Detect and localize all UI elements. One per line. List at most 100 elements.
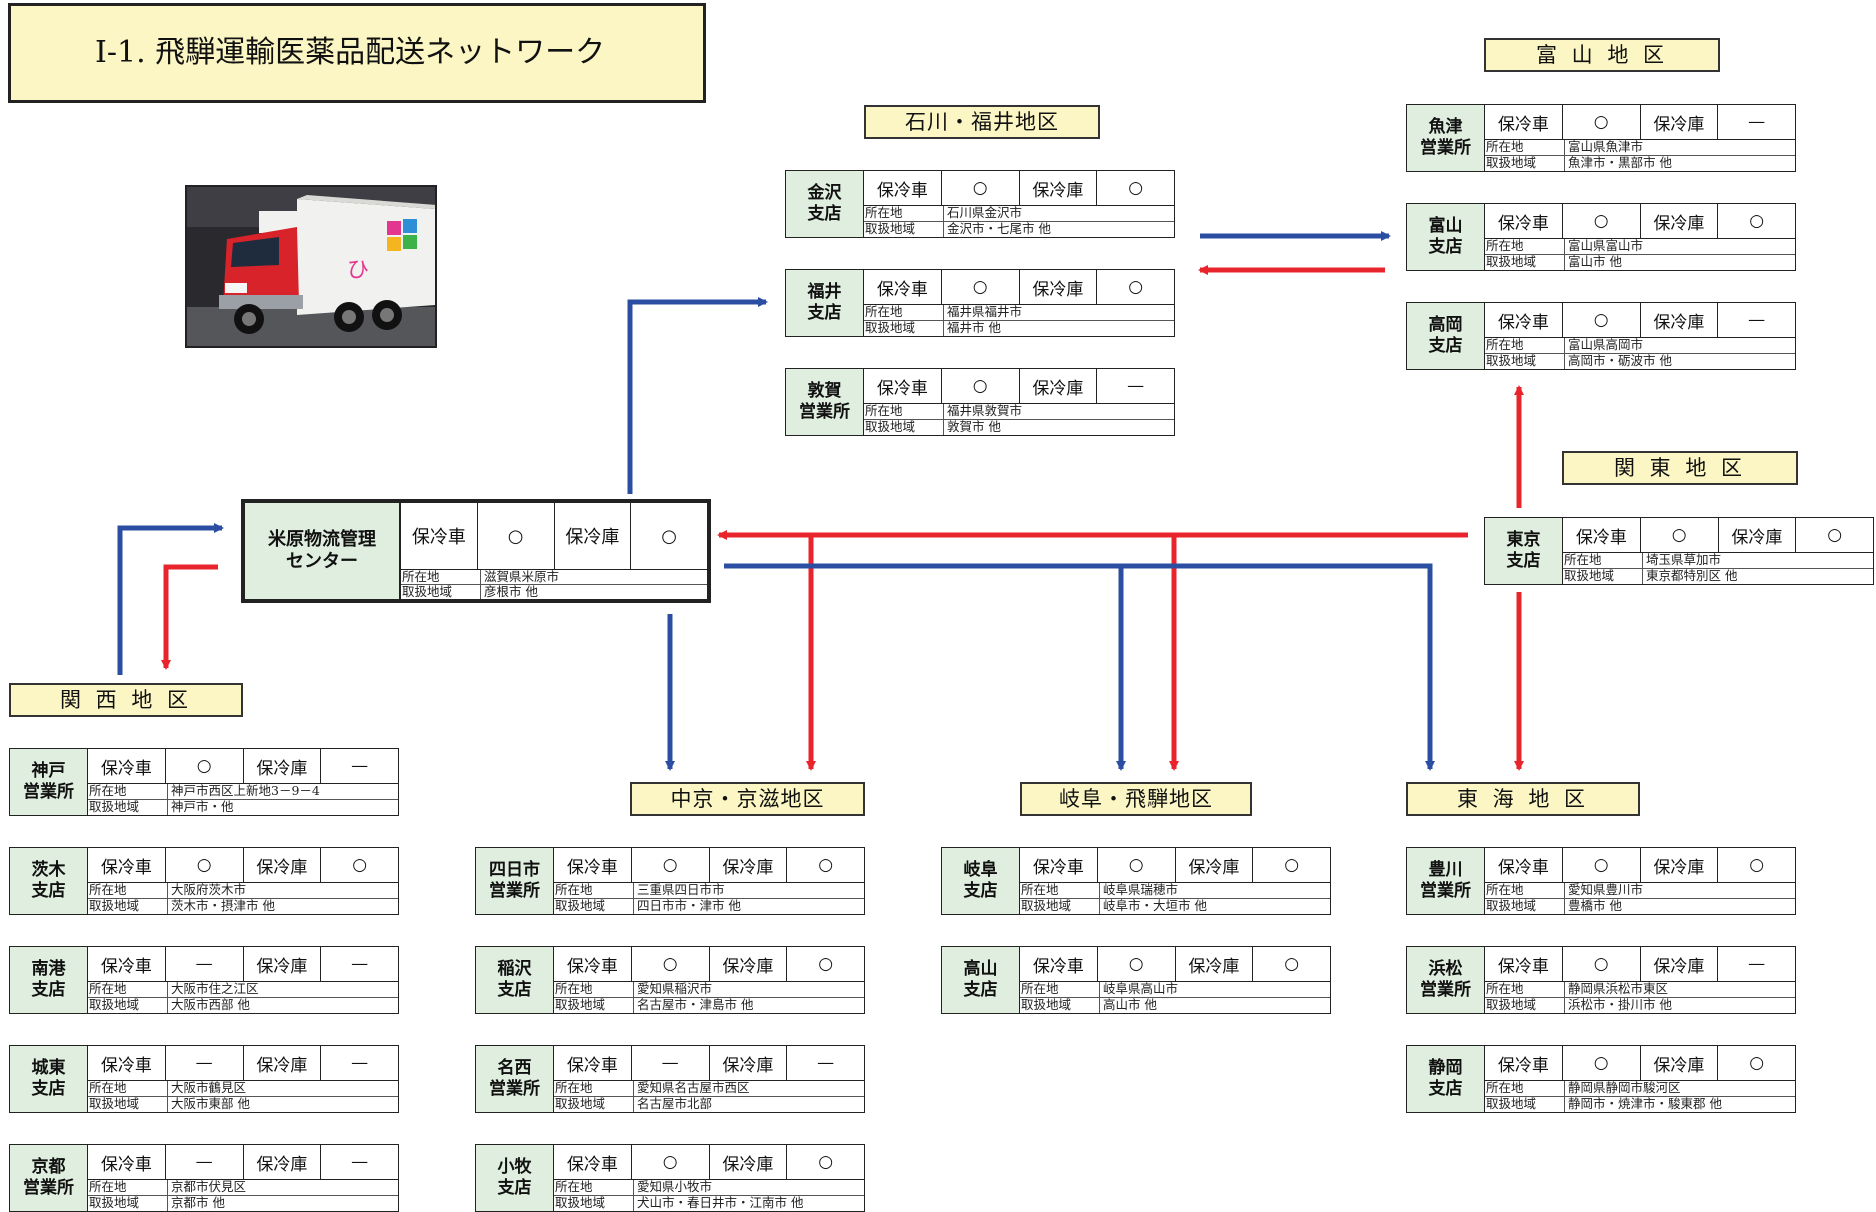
branch-nanko: 南港 支店保冷車—保冷庫—所在地大阪市住之江区取扱地域大阪市西部 他 xyxy=(9,946,399,1014)
area-value: 彦根市 他 xyxy=(484,585,538,599)
location-value: 静岡県静岡市駿河区 xyxy=(1568,1081,1681,1095)
area-label: 取扱地域 xyxy=(864,321,944,336)
branch-komaki: 小牧 支店保冷車○保冷庫○所在地愛知県小牧市取扱地域犬山市・春日井市・江南市 他 xyxy=(475,1144,865,1212)
cold-storage-label: 保冷庫 xyxy=(1020,270,1098,304)
location-value: 大阪市住之江区 xyxy=(171,982,259,996)
location-label: 所在地 xyxy=(554,982,634,997)
reefer-truck-label: 保冷車 xyxy=(88,947,166,981)
area-value: 四日市市・津市 他 xyxy=(637,899,741,913)
cold-storage-label: 保冷庫 xyxy=(244,947,322,981)
branch-meisei: 名西 営業所保冷車—保冷庫—所在地愛知県名古屋市西区取扱地域名古屋市北部 xyxy=(475,1045,865,1113)
area-label: 取扱地域 xyxy=(401,585,481,599)
location-label: 所在地 xyxy=(88,982,168,997)
reefer-truck-status: — xyxy=(632,1046,710,1080)
cold-storage-label: 保冷庫 xyxy=(1020,171,1098,205)
branch-name: 高岡 支店 xyxy=(1407,303,1485,369)
reefer-truck-status: ○ xyxy=(632,848,710,882)
reefer-truck-status: — xyxy=(166,947,244,981)
cold-storage-label: 保冷庫 xyxy=(1641,1046,1719,1080)
cold-storage-status: ○ xyxy=(1284,954,1300,974)
cold-storage-status: ○ xyxy=(1128,277,1144,297)
reefer-truck-status: ○ xyxy=(632,1145,710,1179)
arrow-kansai-to-center xyxy=(117,523,224,675)
area-label: 取扱地域 xyxy=(1485,156,1565,171)
location-value: 京都市伏見区 xyxy=(171,1180,247,1194)
location-label: 所在地 xyxy=(1485,883,1565,898)
branch-name: 稲沢 支店 xyxy=(476,947,554,1013)
location-label: 所在地 xyxy=(1020,982,1100,997)
cold-storage-label: 保冷庫 xyxy=(1641,204,1719,238)
region-kanto: 関 東 地 区 xyxy=(1562,451,1798,485)
location-value: 石川県金沢市 xyxy=(947,206,1023,220)
branch-name: 京都 営業所 xyxy=(10,1145,88,1211)
location-value: 富山県高岡市 xyxy=(1568,338,1644,352)
reefer-truck-label: 保冷車 xyxy=(1020,848,1098,882)
area-label: 取扱地域 xyxy=(1485,255,1565,270)
area-label: 取扱地域 xyxy=(1485,354,1565,369)
area-value: 魚津市・黒部市 他 xyxy=(1568,156,1672,170)
region-toyama: 富 山 地 区 xyxy=(1484,38,1720,72)
cold-storage-label: 保冷庫 xyxy=(710,848,788,882)
cold-storage-status: — xyxy=(351,1152,369,1172)
branch-takaoka: 高岡 支店保冷車○保冷庫—所在地富山県高岡市取扱地域高岡市・砺波市 他 xyxy=(1406,302,1796,370)
cold-storage-status: — xyxy=(817,1053,835,1073)
reefer-truck-label: 保冷車 xyxy=(1485,947,1563,981)
reefer-truck-label: 保冷車 xyxy=(88,749,166,783)
area-label: 取扱地域 xyxy=(88,899,168,914)
reefer-truck-label: 保冷車 xyxy=(1485,848,1563,882)
region-kansai: 関 西 地 区 xyxy=(9,683,243,717)
branch-name: 福井 支店 xyxy=(786,270,864,336)
area-value: 大阪市西部 他 xyxy=(171,998,250,1012)
location-label: 所在地 xyxy=(1020,883,1100,898)
location-value: 富山県魚津市 xyxy=(1568,140,1644,154)
area-value: 大阪市東部 他 xyxy=(171,1097,250,1111)
cold-storage-status: — xyxy=(1127,376,1145,396)
branch-name: 豊川 営業所 xyxy=(1407,848,1485,914)
reefer-truck-status: ○ xyxy=(942,171,1020,205)
location-value: 富山県富山市 xyxy=(1568,239,1644,253)
area-label: 取扱地域 xyxy=(1485,899,1565,914)
area-value: 敦賀市 他 xyxy=(947,420,1001,434)
branch-name: 富山 支店 xyxy=(1407,204,1485,270)
reefer-truck-label: 保冷車 xyxy=(554,1046,632,1080)
location-value: 岐阜県高山市 xyxy=(1103,982,1179,996)
reefer-truck-status: ○ xyxy=(1098,848,1176,882)
area-value: 名古屋市北部 xyxy=(637,1097,713,1111)
area-value: 浜松市・掛川市 他 xyxy=(1568,998,1672,1012)
cold-storage-label: 保冷庫 xyxy=(1020,369,1098,403)
reefer-truck-status: ○ xyxy=(1563,1046,1641,1080)
branch-takayama: 高山 支店保冷車○保冷庫○所在地岐阜県高山市取扱地域高山市 他 xyxy=(941,946,1331,1014)
center-yonehara: 米原物流管理 センター 保冷車 ○ 保冷庫 ○ 所在地滋賀県米原市 取扱地域彦根… xyxy=(241,499,711,603)
cold-storage-label: 保冷庫 xyxy=(1176,848,1254,882)
location-label: 所在地 xyxy=(88,883,168,898)
delivery-truck-photo: ひ xyxy=(185,185,437,348)
branch-kanazawa: 金沢 支店保冷車○保冷庫○所在地石川県金沢市取扱地域金沢市・七尾市 他 xyxy=(785,170,1175,238)
area-value: 東京都特別区 他 xyxy=(1646,569,1738,583)
branch-name: 四日市 営業所 xyxy=(476,848,554,914)
area-value: 京都市 他 xyxy=(171,1196,225,1210)
location-value: 愛知県稲沢市 xyxy=(637,982,713,996)
reefer-truck-label: 保冷車 xyxy=(1485,105,1563,139)
branch-name: 茨木 支店 xyxy=(10,848,88,914)
location-label: 所在地 xyxy=(1485,982,1565,997)
cold-storage-label: 保冷庫 xyxy=(1641,947,1719,981)
cold-storage-label: 保冷庫 xyxy=(710,1046,788,1080)
location-label: 所在地 xyxy=(1485,1081,1565,1096)
branch-name: 高山 支店 xyxy=(942,947,1020,1013)
branch-tsuruga: 敦賀 営業所保冷車○保冷庫—所在地福井県敦賀市取扱地域敦賀市 他 xyxy=(785,368,1175,436)
reefer-truck-status: ○ xyxy=(942,270,1020,304)
branch-kyoto: 京都 営業所保冷車—保冷庫—所在地京都市伏見区取扱地域京都市 他 xyxy=(9,1144,399,1212)
branch-name: 小牧 支店 xyxy=(476,1145,554,1211)
area-label: 取扱地域 xyxy=(1020,998,1100,1013)
location-label: 所在地 xyxy=(1485,239,1565,254)
cold-storage-status: — xyxy=(1748,112,1766,132)
cold-storage-status: ○ xyxy=(352,855,368,875)
location-value: 滋賀県米原市 xyxy=(484,570,560,584)
location-label: 所在地 xyxy=(864,206,944,221)
area-value: 神戸市・他 xyxy=(171,800,234,814)
area-label: 取扱地域 xyxy=(1485,1097,1565,1112)
branch-yokkaichi: 四日市 営業所保冷車○保冷庫○所在地三重県四日市市取扱地域四日市市・津市 他 xyxy=(475,847,865,915)
cold-storage-status: ○ xyxy=(661,525,677,547)
arrow-center-to-kansai xyxy=(161,564,218,670)
location-label: 所在地 xyxy=(554,883,634,898)
